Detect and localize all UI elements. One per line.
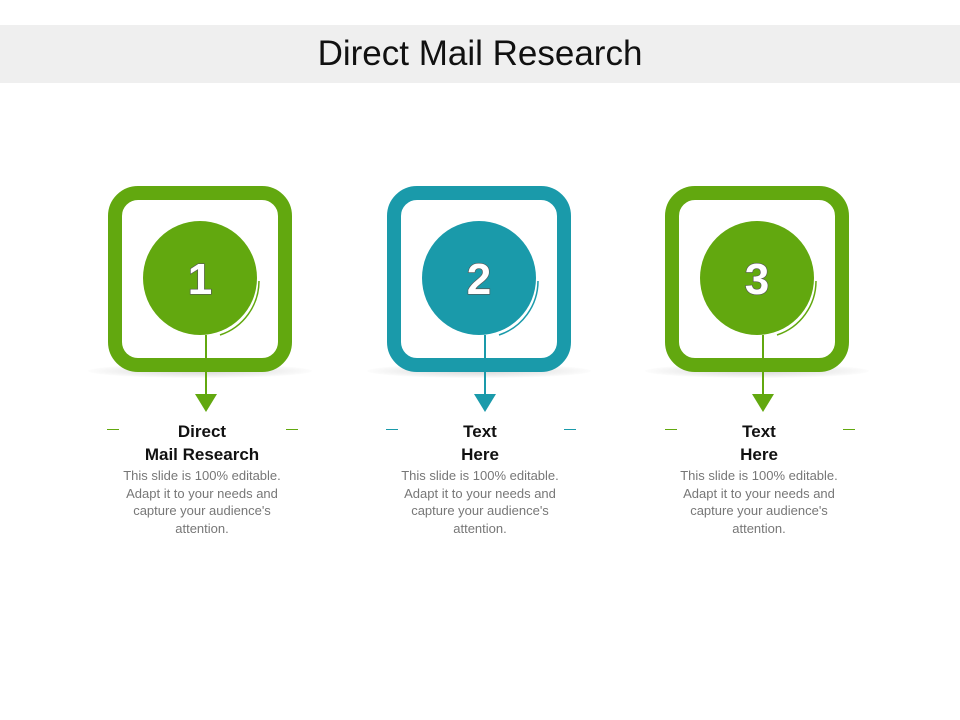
dash-right (843, 429, 855, 430)
dash-left (386, 429, 398, 430)
step-heading: Direct Mail Research (144, 422, 260, 464)
number-circle (700, 221, 814, 335)
dash-right (564, 429, 576, 430)
step-description: This slide is 100% editable. Adapt it to… (123, 468, 281, 536)
number-circle (422, 221, 536, 335)
accent-arc (498, 280, 539, 336)
slide-title: Direct Mail Research (317, 34, 643, 73)
accent-arc (776, 280, 817, 336)
arrow-down-icon (195, 394, 217, 412)
step-heading: Text Here (740, 422, 778, 464)
step-card-2: 2 (367, 186, 591, 412)
step-text-2: Text Here This slide is 100% editable. A… (380, 420, 580, 537)
arrow-down-icon (474, 394, 496, 412)
step-description: This slide is 100% editable. Adapt it to… (680, 468, 838, 536)
step-card-1: 1 (88, 186, 312, 412)
dash-left (665, 429, 677, 430)
number-circle (143, 221, 257, 335)
step-heading: Text Here (461, 422, 499, 464)
step-graphic: 2 (422, 221, 539, 412)
title-bar: Direct Mail Research (0, 25, 960, 83)
step-text-1: Direct Mail Research This slide is 100% … (102, 420, 302, 537)
dash-left (107, 429, 119, 430)
step-number: 3 (745, 255, 769, 304)
arrow-down-icon (752, 394, 774, 412)
step-card-3: 3 (645, 186, 869, 412)
accent-arc (219, 280, 260, 336)
step-graphic: 1 (143, 221, 260, 412)
step-number: 2 (467, 255, 491, 304)
step-number: 1 (188, 255, 212, 304)
step-description: This slide is 100% editable. Adapt it to… (401, 468, 559, 536)
dash-right (286, 429, 298, 430)
step-graphic: 3 (700, 221, 817, 412)
step-text-3: Text Here This slide is 100% editable. A… (659, 420, 859, 537)
